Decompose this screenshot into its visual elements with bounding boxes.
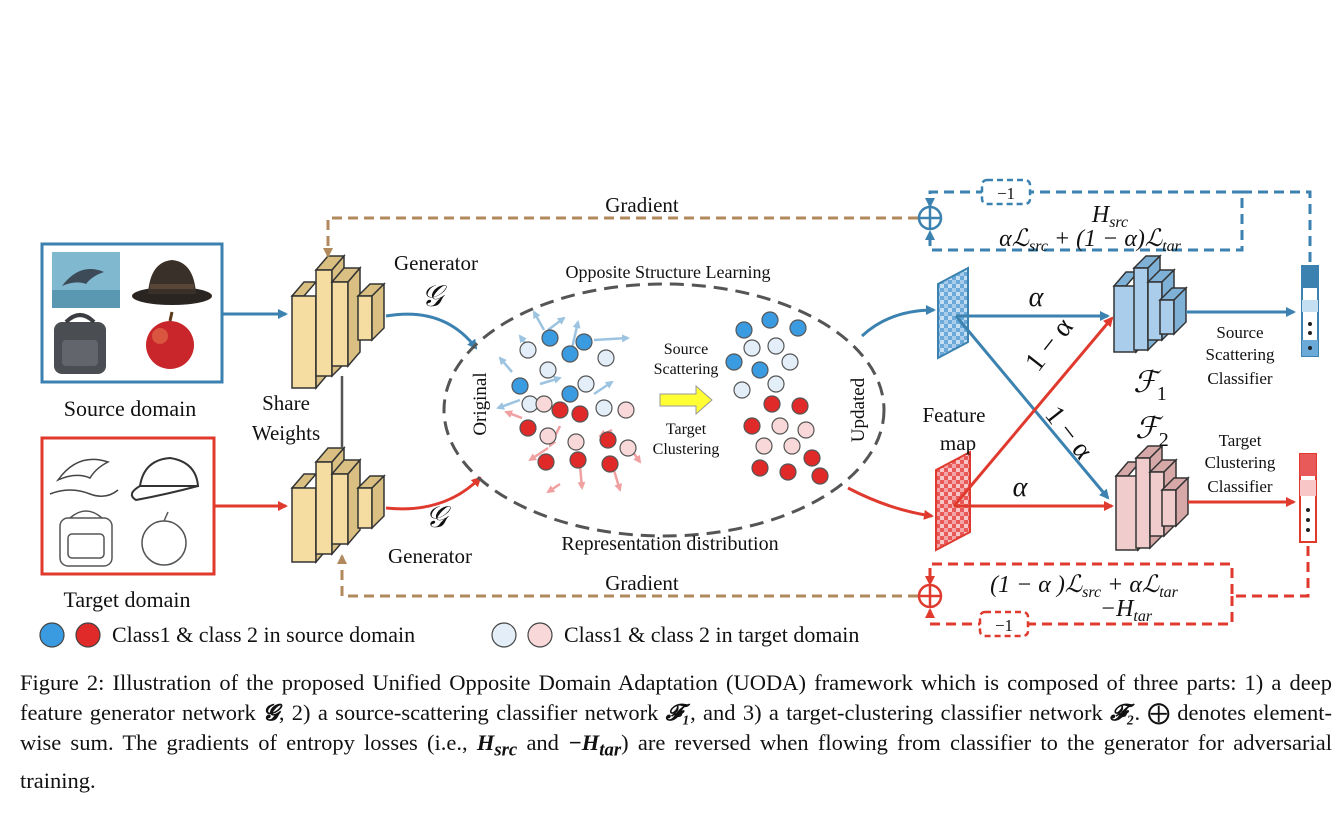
original-dots <box>511 329 637 473</box>
legend-source-label: Class1 & class 2 in source domain <box>112 622 415 647</box>
figure-caption: Figure 2: Illustration of the proposed U… <box>20 668 1332 796</box>
yellow-arrow-icon <box>659 384 713 416</box>
legend-source-class1-dot <box>39 622 65 648</box>
source-domain-box <box>40 242 224 384</box>
generator-top-symbol: 𝒢 <box>421 280 447 313</box>
h-tar-label: −Htar <box>1100 596 1153 625</box>
target-entropy-feedback <box>925 596 1234 626</box>
feature-map-label-2: map <box>940 431 976 455</box>
source-scattering-label-2: Scattering <box>654 361 719 378</box>
legend-source-class2-dot <box>75 622 101 648</box>
generator-top <box>290 253 386 391</box>
f2-symbol: ℱ2 <box>1135 412 1169 451</box>
dolphin-sketch-icon <box>49 458 119 497</box>
source-loss-feedback <box>925 190 1312 262</box>
target-clustering-label-1: Target <box>666 421 707 438</box>
feature-map-top <box>937 266 969 360</box>
target-classifier-label-2: Clustering <box>1205 453 1276 472</box>
sum-icon-bottom <box>917 583 943 609</box>
classifier-f1 <box>1112 254 1188 354</box>
caption-htar-symbol: −Htar <box>568 730 622 761</box>
feature-map-label-1: Feature <box>923 403 986 427</box>
minus-one-bottom-label: −1 <box>995 616 1013 635</box>
target-classifier-label-3: Classifier <box>1207 477 1272 496</box>
apple-photo-icon <box>146 311 194 369</box>
caption-text-3: , and 3) a target-clustering classifier … <box>690 700 1111 725</box>
source-classifier-label-2: Scattering <box>1206 345 1275 364</box>
backpack-sketch-icon <box>59 510 113 567</box>
original-label: Original <box>470 372 491 435</box>
source-classifier-label-1: Source <box>1216 323 1263 342</box>
minus-one-bottom-box <box>978 610 1030 638</box>
updated-to-feature-map-top-arrow <box>860 305 936 338</box>
gradient-label-bottom: Gradient <box>605 571 679 595</box>
caption-f2-symbol: 𝓕₂ <box>1110 700 1135 725</box>
generator-bottom <box>290 445 386 565</box>
apple-sketch-icon <box>141 511 187 566</box>
updated-label: Updated <box>848 377 869 442</box>
legend-target-label: Class1 & class 2 in target domain <box>564 622 859 647</box>
one-minus-alpha-label-blue: 1 − α <box>1038 400 1099 465</box>
cross-red-arrow <box>952 316 1114 507</box>
share-weights-label-2: Weights <box>252 421 320 445</box>
source-loss-label: αℒsrc + (1 − α)ℒtar <box>999 226 1182 255</box>
target-loss-feedback <box>925 546 1310 598</box>
caption-text-2: , 2) a source-scattering classifier netw… <box>278 700 666 725</box>
caption-text-4: . ⨁ denotes element-wise sum. The gradie… <box>20 700 1332 755</box>
target-output-vector <box>1299 453 1317 543</box>
target-classifier-label-1: Target <box>1219 431 1262 450</box>
legend-target-class1-dot <box>491 622 517 648</box>
updated-to-feature-map-bottom-arrow <box>847 486 934 520</box>
source-output-vector <box>1301 265 1319 357</box>
target-domain-label: Target domain <box>64 587 191 612</box>
alpha-top-label: α <box>1029 282 1045 313</box>
generator-to-original-arrow-top <box>385 312 478 350</box>
source-entropy-feedback <box>925 190 1242 208</box>
caption-f1-symbol: 𝓕₁ <box>665 700 691 725</box>
cross-blue-arrow <box>954 315 1110 500</box>
representation-distribution-label: Representation distribution <box>561 533 778 555</box>
hat-photo-icon <box>132 260 212 305</box>
legend-target-class2-dot <box>527 622 553 648</box>
dolphin-photo-icon <box>52 252 120 308</box>
f1-symbol: ℱ1 <box>1133 366 1167 405</box>
opposite-structure-label: Opposite Structure Learning <box>566 262 771 282</box>
updated-dots <box>725 311 829 485</box>
target-loss-label: (1 − α )ℒsrc + αℒtar <box>990 572 1179 601</box>
source-scattering-label-1: Source <box>664 341 708 358</box>
source-domain-label: Source domain <box>64 396 197 421</box>
target-domain-box <box>40 436 216 576</box>
caption-text-6: ) are reversed when flowing from classif… <box>20 730 1332 793</box>
caption-hsrc-symbol: Hsrc <box>476 730 518 761</box>
h-src-label: Hsrc <box>1091 202 1128 231</box>
share-weights-label-1: Share <box>262 391 310 415</box>
minus-one-top-label: −1 <box>997 184 1015 203</box>
feature-map-bottom <box>935 450 971 552</box>
legend: Class1 & class 2 in source domain Class1… <box>39 622 859 648</box>
source-classifier-label-3: Classifier <box>1207 369 1272 388</box>
alpha-bottom-label: α <box>1013 472 1029 503</box>
gradient-arrow-bottom <box>337 554 918 598</box>
classifier-f2 <box>1114 444 1190 552</box>
caption-g-symbol: 𝓖 <box>263 700 279 725</box>
target-clustering-label-2: Clustering <box>653 441 720 458</box>
framework-diagram: Source domain Target domain <box>39 178 1319 648</box>
minus-one-top-box <box>980 178 1032 206</box>
gradient-label-top: Gradient <box>605 193 679 217</box>
caption-text-1: Figure 2: Illustration of the proposed U… <box>20 670 1332 725</box>
backpack-photo-icon <box>54 313 106 374</box>
representation-ellipse <box>442 282 886 538</box>
sum-icon-top <box>917 205 943 231</box>
generator-top-label: Generator <box>394 251 478 275</box>
gradient-arrow-top <box>323 216 918 258</box>
cap-sketch-icon <box>130 456 200 502</box>
generator-bottom-label: Generator <box>388 544 472 568</box>
generator-to-original-arrow-bottom <box>385 476 482 511</box>
caption-text-5: and <box>517 730 569 755</box>
